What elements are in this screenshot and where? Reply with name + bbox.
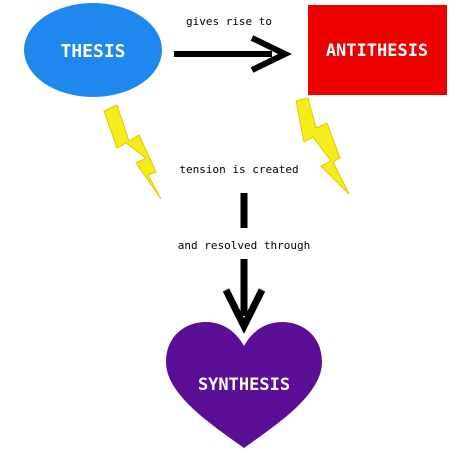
- thesis-node: THESIS: [24, 3, 162, 97]
- synthesis-node: SYNTHESIS: [166, 322, 322, 448]
- synthesis-heart-icon: [166, 322, 322, 448]
- resolve-arrow-lower: [222, 259, 266, 334]
- antithesis-box: [308, 5, 447, 95]
- tension-label: tension is created: [179, 163, 298, 176]
- left-lightning-bolt-icon: [103, 104, 162, 200]
- right-lightning-bolt-icon: [295, 97, 350, 195]
- antithesis-node: ANTITHESIS: [308, 5, 447, 95]
- antithesis-label: ANTITHESIS: [326, 41, 428, 61]
- resolved-label: and resolved through: [178, 239, 310, 252]
- gives-rise-arrow: [174, 35, 292, 73]
- synthesis-label: SYNTHESIS: [198, 375, 290, 395]
- gives-rise-label: gives rise to: [186, 15, 272, 28]
- thesis-ellipse: [24, 3, 162, 97]
- thesis-label: THESIS: [60, 41, 125, 62]
